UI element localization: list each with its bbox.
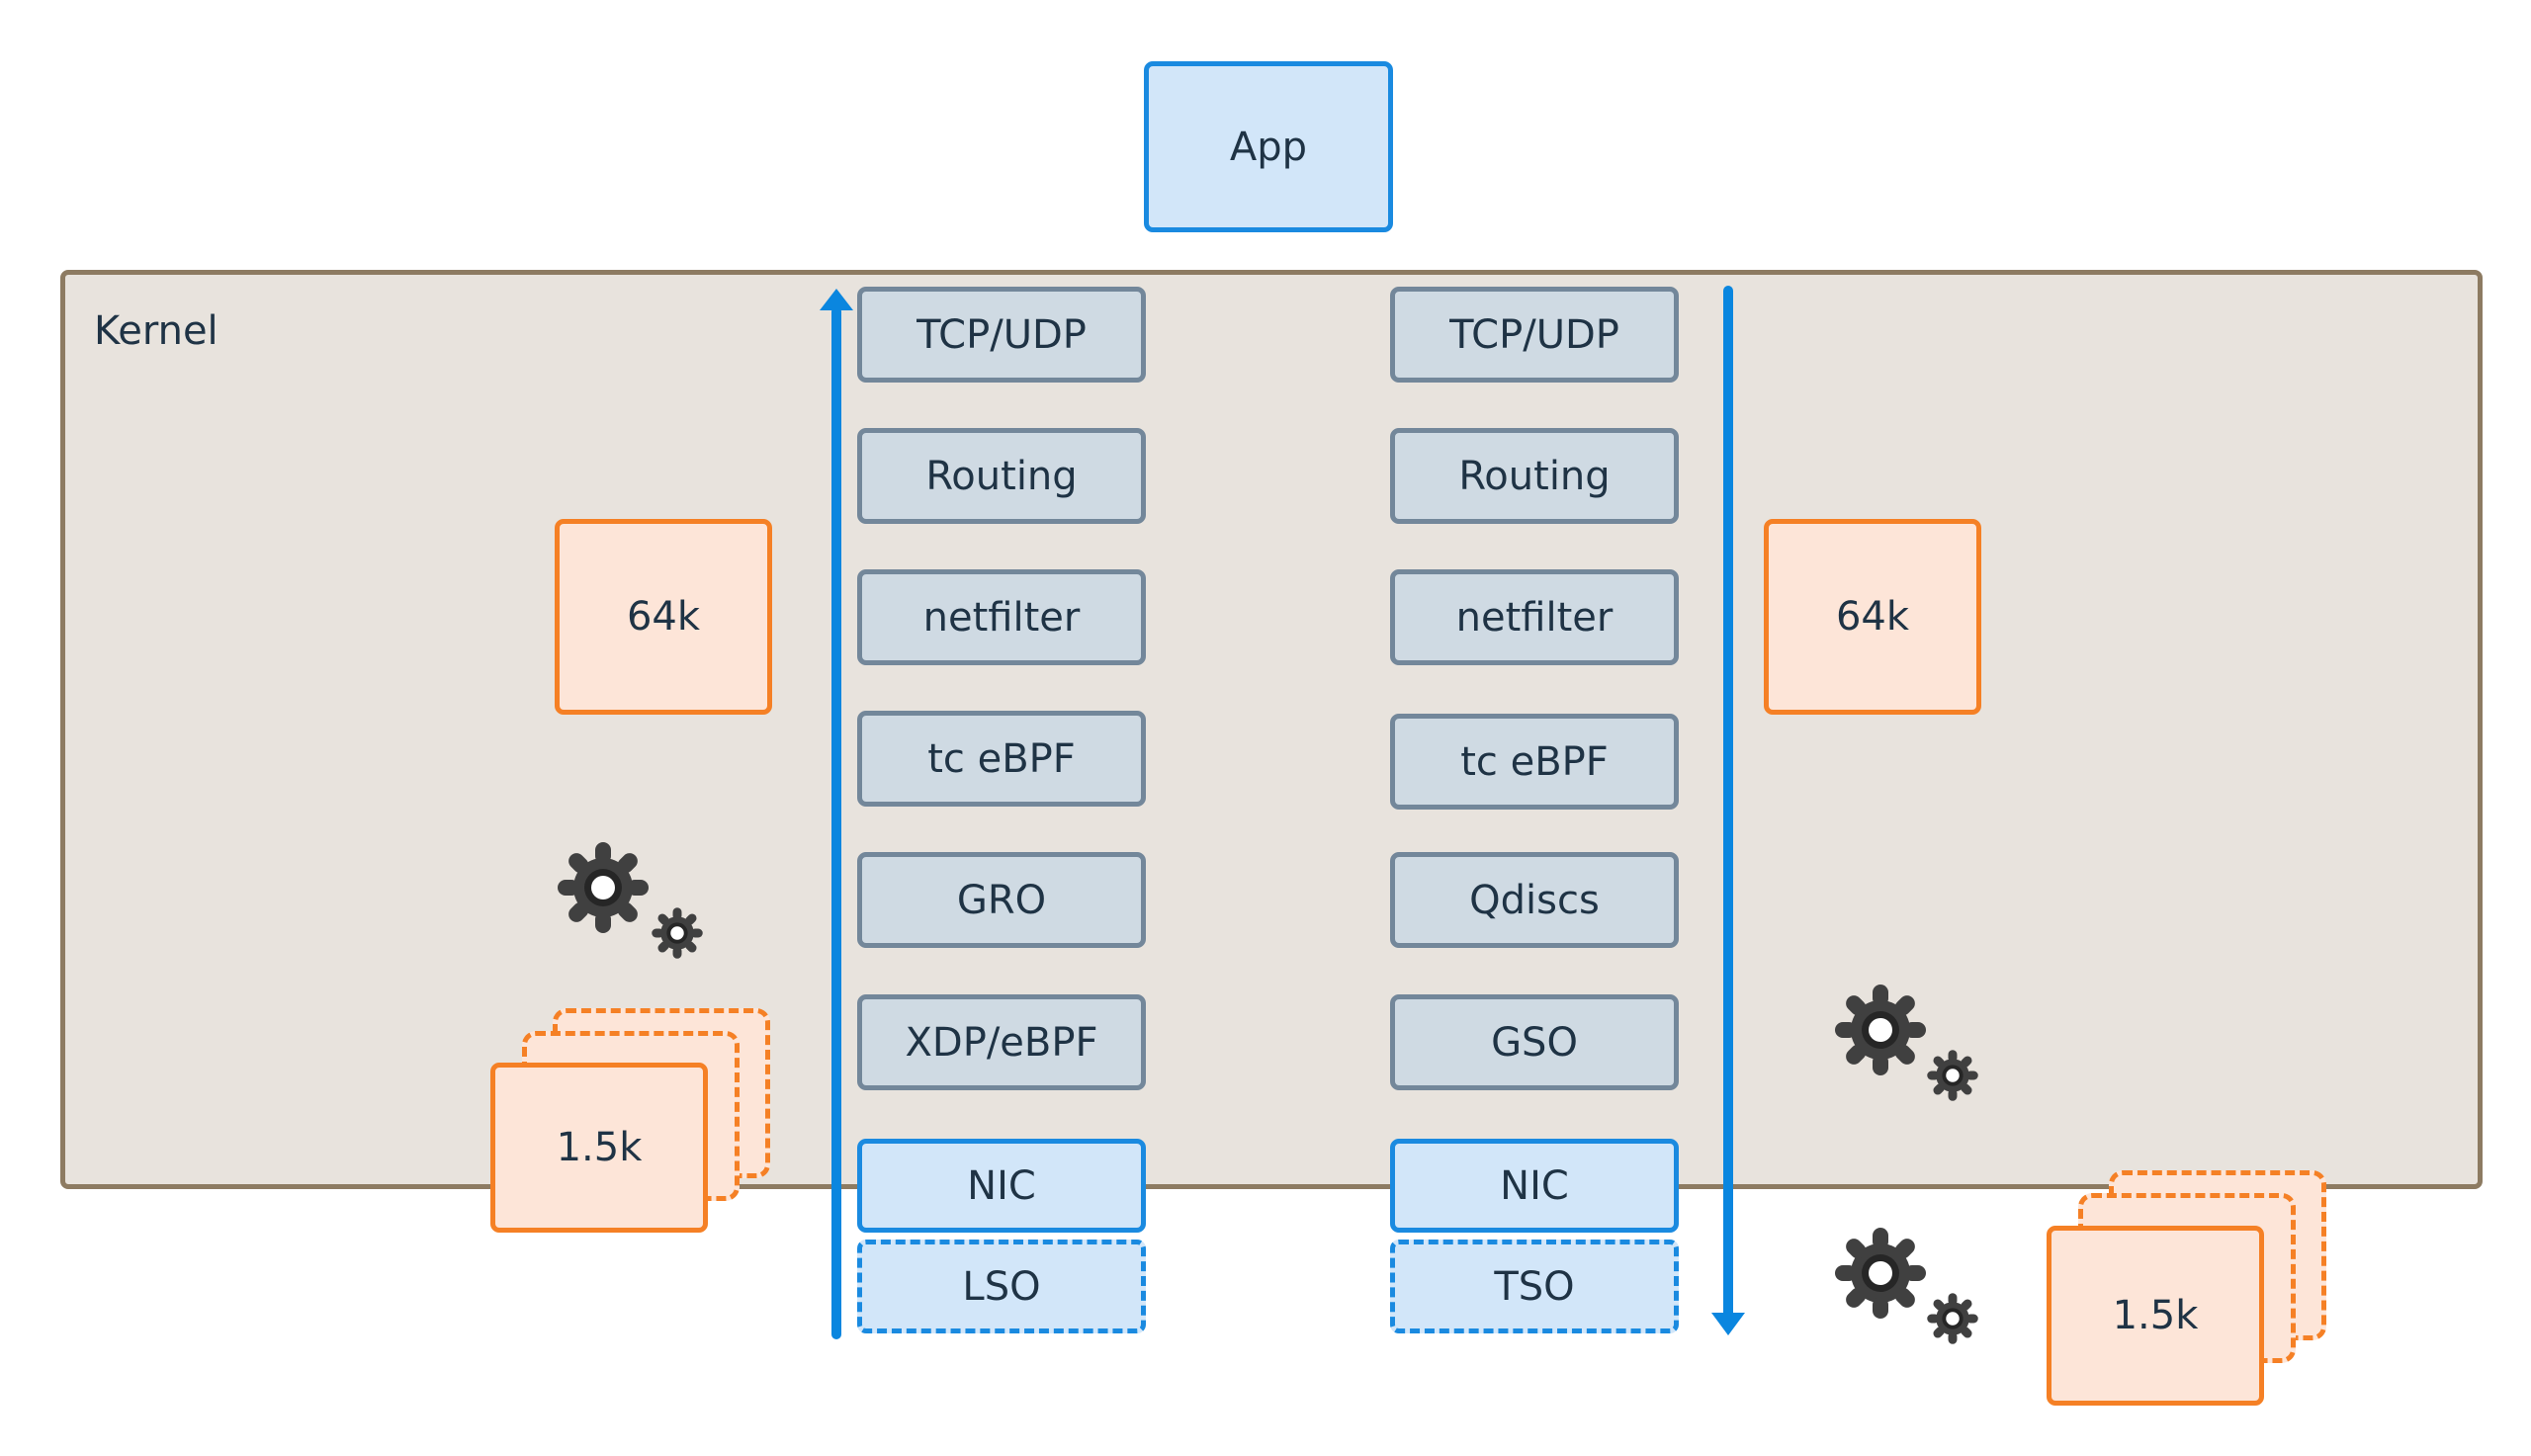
rx-layer-netfilter: netfilter	[857, 569, 1146, 665]
rx-nic-label: NIC	[967, 1162, 1036, 1209]
app-box: App	[1144, 61, 1393, 232]
tx-layer-netfilter: netfilter	[1390, 569, 1679, 665]
tx-layer-label: tc eBPF	[1460, 738, 1609, 785]
app-label: App	[1229, 124, 1308, 170]
tx-layer-routing: Routing	[1390, 428, 1679, 524]
right-64k-buffer: 64k	[1764, 519, 1981, 715]
tx-layer-tc-ebpf: tc eBPF	[1390, 714, 1679, 810]
buffer-label: 64k	[626, 594, 701, 640]
rx-layer-label: TCP/UDP	[916, 311, 1087, 358]
kernel-label: Kernel	[94, 308, 218, 354]
rx-offload-lso: LSO	[857, 1240, 1146, 1333]
tx-layer-label: Qdiscs	[1469, 877, 1600, 923]
rx-layer-label: XDP/eBPF	[905, 1019, 1098, 1066]
tx-layer-gso: GSO	[1390, 994, 1679, 1090]
rx-layer-gro: GRO	[857, 852, 1146, 948]
tx-layer-tcp-udp: TCP/UDP	[1390, 287, 1679, 383]
kernel-container	[60, 270, 2483, 1189]
rx-offload-label: LSO	[962, 1263, 1041, 1310]
left-1.5k-buffer: 1.5k	[490, 1063, 708, 1233]
tx-layer-label: Routing	[1458, 453, 1611, 499]
gears-icon-tx-nic	[1835, 1228, 1978, 1344]
rx-layer-routing: Routing	[857, 428, 1146, 524]
buffer-label: 1.5k	[556, 1125, 643, 1170]
rx-layer-label: GRO	[956, 877, 1047, 923]
right-1.5k-buffer: 1.5k	[2047, 1226, 2264, 1406]
tx-nic-label: NIC	[1500, 1162, 1569, 1209]
rx-layer-tcp-udp: TCP/UDP	[857, 287, 1146, 383]
tx-nic: NIC	[1390, 1139, 1679, 1233]
rx-layer-label: tc eBPF	[927, 735, 1076, 782]
rx-layer-label: netfilter	[922, 594, 1081, 641]
tx-offload-label: TSO	[1494, 1263, 1575, 1310]
tx-layer-qdiscs: Qdiscs	[1390, 852, 1679, 948]
tx-layer-label: GSO	[1491, 1019, 1578, 1066]
tx-layer-label: netfilter	[1455, 594, 1614, 641]
rx-layer-tc-ebpf: tc eBPF	[857, 711, 1146, 807]
buffer-label: 64k	[1835, 594, 1910, 640]
left-64k-buffer: 64k	[555, 519, 772, 715]
buffer-label: 1.5k	[2112, 1293, 2199, 1338]
tx-layer-label: TCP/UDP	[1449, 311, 1619, 358]
tx-offload-tso: TSO	[1390, 1240, 1679, 1333]
rx-nic: NIC	[857, 1139, 1146, 1233]
rx-layer-xdp-ebpf: XDP/eBPF	[857, 994, 1146, 1090]
rx-layer-label: Routing	[925, 453, 1078, 499]
